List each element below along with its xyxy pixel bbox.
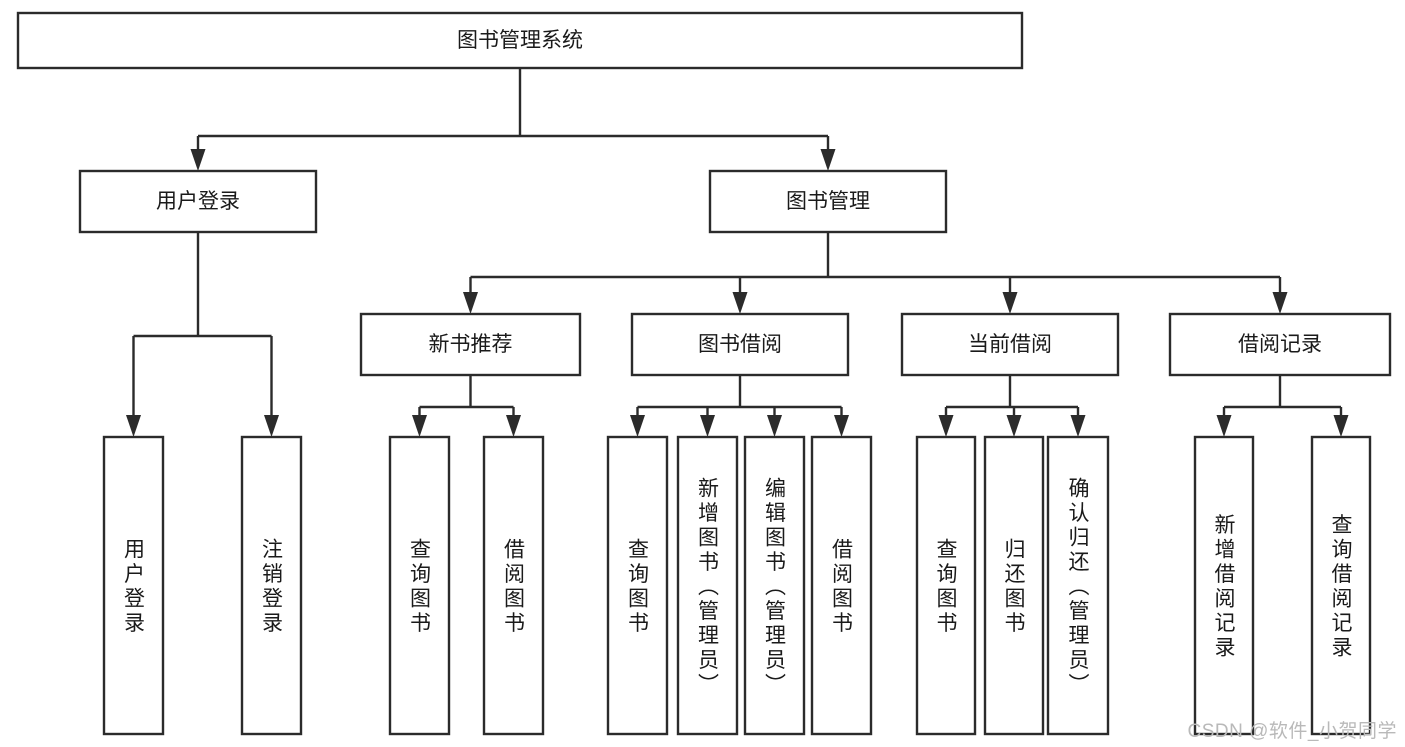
node-leaf_1[interactable]: 注销登录 xyxy=(240,435,303,736)
node-leaf_11[interactable]: 新增借阅记录 xyxy=(1193,435,1255,736)
arrow-head-icon xyxy=(264,415,279,437)
arrow-head-icon xyxy=(834,415,849,437)
node-l3_1[interactable]: 图书借阅 xyxy=(630,312,850,377)
node-label: 图书管理 xyxy=(786,190,870,213)
connector-group xyxy=(412,375,521,437)
arrow-head-icon xyxy=(126,415,141,437)
connector-group xyxy=(126,232,279,437)
node-label: 查询图书 xyxy=(628,539,649,636)
connector-layer xyxy=(126,68,1349,437)
node-label: 图书借阅 xyxy=(698,333,782,356)
node-leaf_9[interactable]: 归还图书 xyxy=(983,435,1045,736)
node-leaf_0[interactable]: 用户登录 xyxy=(102,435,165,736)
node-box[interactable] xyxy=(606,435,669,736)
node-label: 归还图书 xyxy=(1005,539,1026,636)
node-box[interactable] xyxy=(983,435,1045,736)
arrow-head-icon xyxy=(412,415,427,437)
node-layer: 图书管理系统用户登录图书管理新书推荐图书借阅当前借阅借阅记录用户登录注销登录查询… xyxy=(16,11,1392,736)
node-l2_0[interactable]: 用户登录 xyxy=(78,169,318,234)
node-leaf_8[interactable]: 查询图书 xyxy=(915,435,977,736)
node-label: 查询图书 xyxy=(410,539,431,636)
node-box[interactable] xyxy=(915,435,977,736)
node-label: 用户登录 xyxy=(156,190,240,213)
arrow-head-icon xyxy=(732,292,748,314)
node-box[interactable] xyxy=(388,435,451,736)
connector-group xyxy=(190,68,836,171)
arrow-head-icon xyxy=(1272,292,1288,314)
node-root[interactable]: 图书管理系统 xyxy=(16,11,1024,70)
node-label: 图书管理系统 xyxy=(457,29,583,52)
arrow-head-icon xyxy=(767,415,782,437)
node-label: 借阅图书 xyxy=(504,539,525,636)
node-leaf_4[interactable]: 查询图书 xyxy=(606,435,669,736)
node-box[interactable] xyxy=(708,169,948,234)
watermark-label: CSDN @软件_小贺同学 xyxy=(1187,721,1397,742)
node-leaf_3[interactable]: 借阅图书 xyxy=(482,435,545,736)
node-box[interactable] xyxy=(676,435,739,736)
node-box[interactable] xyxy=(102,435,165,736)
arrow-head-icon xyxy=(1070,415,1086,437)
node-box[interactable] xyxy=(743,435,806,736)
node-leaf_12[interactable]: 查询借阅记录 xyxy=(1310,435,1372,736)
node-label: 查询图书 xyxy=(937,539,958,636)
arrow-head-icon xyxy=(630,415,645,437)
arrow-head-icon xyxy=(700,415,715,437)
node-box[interactable] xyxy=(16,11,1024,70)
node-leaf_10[interactable]: 确认归还︵管理员︶ xyxy=(1046,435,1110,736)
arrow-head-icon xyxy=(938,415,954,437)
node-box[interactable] xyxy=(482,435,545,736)
connector-group xyxy=(463,232,1288,314)
node-box[interactable] xyxy=(240,435,303,736)
arrow-head-icon xyxy=(190,149,206,171)
node-l2_1[interactable]: 图书管理 xyxy=(708,169,948,234)
node-l3_3[interactable]: 借阅记录 xyxy=(1168,312,1392,377)
node-box[interactable] xyxy=(1193,435,1255,736)
arrow-head-icon xyxy=(1216,415,1232,437)
arrow-head-icon xyxy=(1006,415,1022,437)
node-label: 借阅记录 xyxy=(1238,333,1322,356)
connector-group xyxy=(630,375,849,437)
arrow-head-icon xyxy=(820,149,836,171)
node-leaf_7[interactable]: 借阅图书 xyxy=(810,435,873,736)
arrow-head-icon xyxy=(506,415,521,437)
node-box[interactable] xyxy=(900,312,1120,377)
node-label: 借阅图书 xyxy=(832,539,853,636)
arrow-head-icon xyxy=(1002,292,1018,314)
node-leaf_6[interactable]: 编辑图书︵管理员︶ xyxy=(743,435,806,736)
node-label: 新增借阅记录 xyxy=(1215,514,1236,660)
node-label: 编辑图书︵管理员︶ xyxy=(765,477,786,696)
node-box[interactable] xyxy=(359,312,582,377)
node-box[interactable] xyxy=(78,169,318,234)
node-label: 新增图书︵管理员︶ xyxy=(698,477,719,696)
arrow-head-icon xyxy=(463,292,478,314)
node-label: 用户登录 xyxy=(124,539,145,636)
node-l3_0[interactable]: 新书推荐 xyxy=(359,312,582,377)
arrow-head-icon xyxy=(1333,415,1349,437)
node-box[interactable] xyxy=(1168,312,1392,377)
node-leaf_5[interactable]: 新增图书︵管理员︶ xyxy=(676,435,739,736)
node-l3_2[interactable]: 当前借阅 xyxy=(900,312,1120,377)
node-label: 确认归还︵管理员︶ xyxy=(1069,477,1090,696)
connector-group xyxy=(1216,375,1349,437)
node-label: 注销登录 xyxy=(262,539,283,636)
node-box[interactable] xyxy=(810,435,873,736)
connector-group xyxy=(938,375,1086,437)
node-box[interactable] xyxy=(1046,435,1110,736)
node-label: 当前借阅 xyxy=(968,333,1052,356)
node-box[interactable] xyxy=(1310,435,1372,736)
node-box[interactable] xyxy=(630,312,850,377)
node-label: 查询借阅记录 xyxy=(1332,514,1353,660)
node-leaf_2[interactable]: 查询图书 xyxy=(388,435,451,736)
node-label: 新书推荐 xyxy=(429,333,513,356)
